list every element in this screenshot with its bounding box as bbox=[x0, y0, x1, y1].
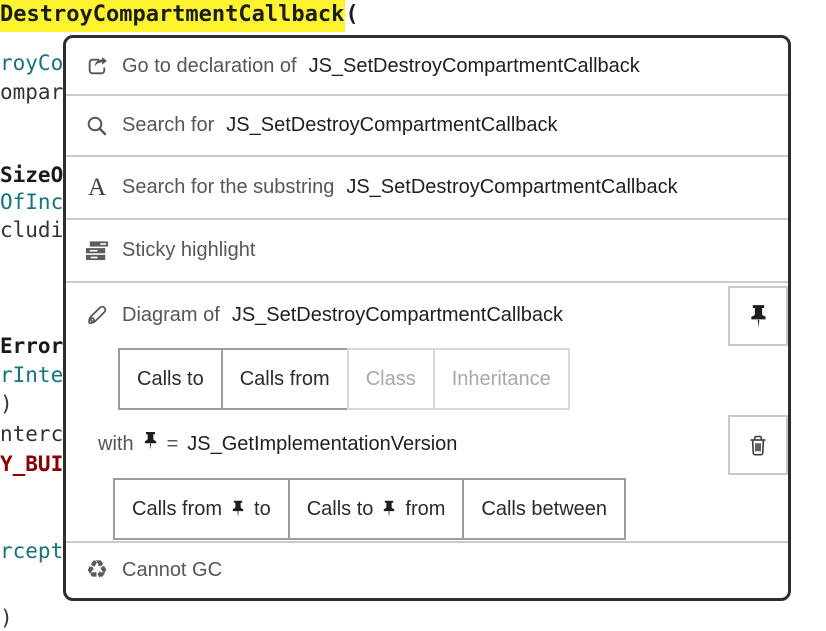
diagram-symbol: JS_SetDestroyCompartmentCallback bbox=[232, 304, 563, 327]
diagram-buttons-row2: Calls from to Calls to from Calls betwee… bbox=[66, 477, 788, 541]
code-fragment: rInte bbox=[0, 363, 63, 388]
unpin-trash-button[interactable] bbox=[728, 415, 788, 475]
menu-item-search[interactable]: Search for JS_SetDestroyCompartmentCallb… bbox=[66, 96, 788, 157]
button-label: Calls from bbox=[132, 498, 222, 521]
pushpin-icon bbox=[749, 304, 768, 329]
code-fragment: nterc bbox=[0, 422, 63, 447]
code-fragment: OfInc bbox=[0, 190, 63, 215]
context-menu: Go to declaration of JS_SetDestroyCompar… bbox=[63, 35, 791, 601]
button-label: from bbox=[405, 498, 445, 521]
diagram-label: Diagram of bbox=[122, 304, 220, 327]
code-fragment: royCo bbox=[0, 51, 63, 76]
menu-item-go-to-declaration[interactable]: Go to declaration of JS_SetDestroyCompar… bbox=[66, 38, 788, 96]
calls-to-pin-from-button[interactable]: Calls to from bbox=[288, 478, 465, 540]
calls-from-pin-to-button[interactable]: Calls from to bbox=[113, 478, 290, 540]
pinned-symbol-row: with = JS_GetImplementationVersion bbox=[66, 411, 788, 477]
code-paren: ( bbox=[345, 2, 358, 27]
calls-from-button[interactable]: Calls from bbox=[221, 348, 349, 410]
code-fragment: cludi bbox=[0, 218, 63, 243]
button-label: Calls to bbox=[307, 498, 374, 521]
code-fragment: Y_BUI bbox=[0, 452, 63, 477]
diagram-buttons-row1: Calls to Calls from Class Inheritance bbox=[66, 347, 788, 411]
pinned-prefix: with bbox=[98, 433, 134, 456]
class-diagram-button: Class bbox=[347, 348, 435, 410]
menu-item-symbol: JS_SetDestroyCompartmentCallback bbox=[226, 114, 557, 137]
substring-icon: A bbox=[84, 174, 110, 202]
search-icon bbox=[84, 114, 110, 138]
button-label: to bbox=[254, 498, 271, 521]
menu-item-label: Search for bbox=[122, 114, 214, 137]
inheritance-diagram-button: Inheritance bbox=[433, 348, 570, 410]
goto-declaration-icon bbox=[84, 54, 110, 79]
code-fragment: ) bbox=[0, 606, 13, 631]
code-fragment: ompar bbox=[0, 80, 63, 105]
calls-to-button[interactable]: Calls to bbox=[118, 348, 223, 410]
menu-item-symbol: JS_SetDestroyCompartmentCallback bbox=[309, 55, 640, 78]
sticky-highlight-icon bbox=[84, 240, 110, 262]
code-fragment: ) bbox=[0, 392, 13, 417]
menu-item-cannot-gc[interactable]: ♻ Cannot GC bbox=[66, 543, 788, 598]
pushpin-icon bbox=[382, 500, 396, 518]
pushpin-icon bbox=[143, 431, 158, 457]
pin-symbol-button[interactable] bbox=[728, 286, 788, 346]
highlighted-symbol-line[interactable]: DestroyCompartmentCallback( bbox=[0, 2, 359, 27]
highlighted-symbol[interactable]: DestroyCompartmentCallback bbox=[0, 0, 345, 32]
menu-item-search-substring[interactable]: A Search for the substring JS_SetDestroy… bbox=[66, 157, 788, 220]
trash-icon bbox=[746, 433, 770, 458]
calls-between-button[interactable]: Calls between bbox=[462, 478, 626, 540]
code-fragment: rcept bbox=[0, 539, 63, 564]
code-fragment: Error bbox=[0, 334, 63, 359]
equals-sign: = bbox=[167, 433, 179, 456]
menu-item-sticky-highlight[interactable]: Sticky highlight bbox=[66, 220, 788, 283]
code-fragment: SizeO bbox=[0, 163, 63, 188]
pushpin-icon bbox=[231, 500, 245, 518]
diagram-header: Diagram of JS_SetDestroyCompartmentCallb… bbox=[66, 283, 788, 347]
pinned-symbol: JS_GetImplementationVersion bbox=[187, 433, 457, 456]
menu-item-label: Search for the substring bbox=[122, 176, 334, 199]
recycle-icon: ♻ bbox=[84, 558, 110, 583]
menu-item-symbol: JS_SetDestroyCompartmentCallback bbox=[346, 176, 677, 199]
diagram-section: Diagram of JS_SetDestroyCompartmentCallb… bbox=[66, 283, 788, 543]
menu-item-label: Sticky highlight bbox=[122, 239, 255, 262]
menu-item-label: Cannot GC bbox=[122, 559, 222, 582]
pencil-icon bbox=[84, 303, 110, 327]
menu-item-label: Go to declaration of bbox=[122, 55, 297, 78]
